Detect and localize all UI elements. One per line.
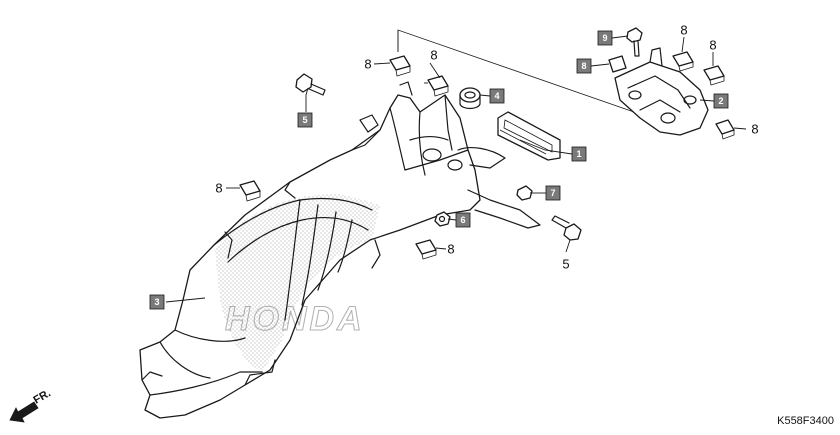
clip-square-top: [608, 55, 627, 73]
callout-1: 1: [571, 146, 587, 162]
flange-bolt-left: [295, 73, 326, 96]
callout-6: 6: [455, 212, 471, 228]
bolt-7: [516, 185, 533, 201]
label-8-left: 8: [215, 181, 222, 196]
svg-text:6: 6: [460, 215, 465, 225]
callout-8-boxed: 8: [576, 58, 592, 74]
label-5-right: 5: [562, 257, 569, 272]
callout-3: 3: [149, 294, 165, 310]
label-8-far-right: 8: [751, 122, 758, 137]
label-8-right-mid: 8: [709, 38, 716, 53]
label-8-lower: 8: [447, 242, 454, 257]
clip-top-center: [389, 55, 411, 77]
front-label: FR.: [32, 387, 53, 406]
svg-text:8: 8: [581, 61, 586, 71]
svg-text:2: 2: [718, 96, 723, 106]
svg-text:1: 1: [576, 149, 581, 159]
diagram-code: K558F3400: [777, 415, 834, 427]
svg-text:7: 7: [550, 188, 555, 198]
flange-bolt-right: [551, 215, 582, 241]
clip-mid-top: [427, 75, 449, 97]
callout-7: 7: [545, 185, 561, 201]
svg-text:3: 3: [154, 297, 159, 307]
fender-inner-shading: [215, 194, 380, 372]
rear-fender: [139, 81, 541, 419]
leader-lines: [165, 35, 747, 303]
callout-5-boxed: 5: [297, 112, 313, 128]
svg-text:5: 5: [302, 115, 307, 125]
arrow-icon: [9, 401, 39, 423]
clip-right-top: [672, 51, 694, 72]
callout-2: 2: [713, 93, 729, 109]
tail-bracket: [614, 47, 709, 136]
label-8-mid-top: 8: [430, 48, 437, 63]
front-direction-arrow: FR.: [9, 387, 53, 423]
clip-lower: [415, 239, 437, 260]
clip-right-mid: [703, 65, 725, 86]
clip-far-right: [715, 119, 735, 140]
grommet: [459, 87, 481, 110]
screw-9: [626, 27, 643, 57]
label-8-top-center: 8: [364, 57, 371, 72]
clip-left: [239, 180, 261, 202]
svg-text:4: 4: [494, 91, 499, 101]
callout-4: 4: [489, 88, 505, 104]
reflector: [497, 111, 561, 161]
label-8-right-top: 8: [680, 23, 687, 38]
nut-6: [434, 211, 451, 227]
callout-9: 9: [597, 30, 613, 46]
svg-text:9: 9: [602, 33, 607, 43]
